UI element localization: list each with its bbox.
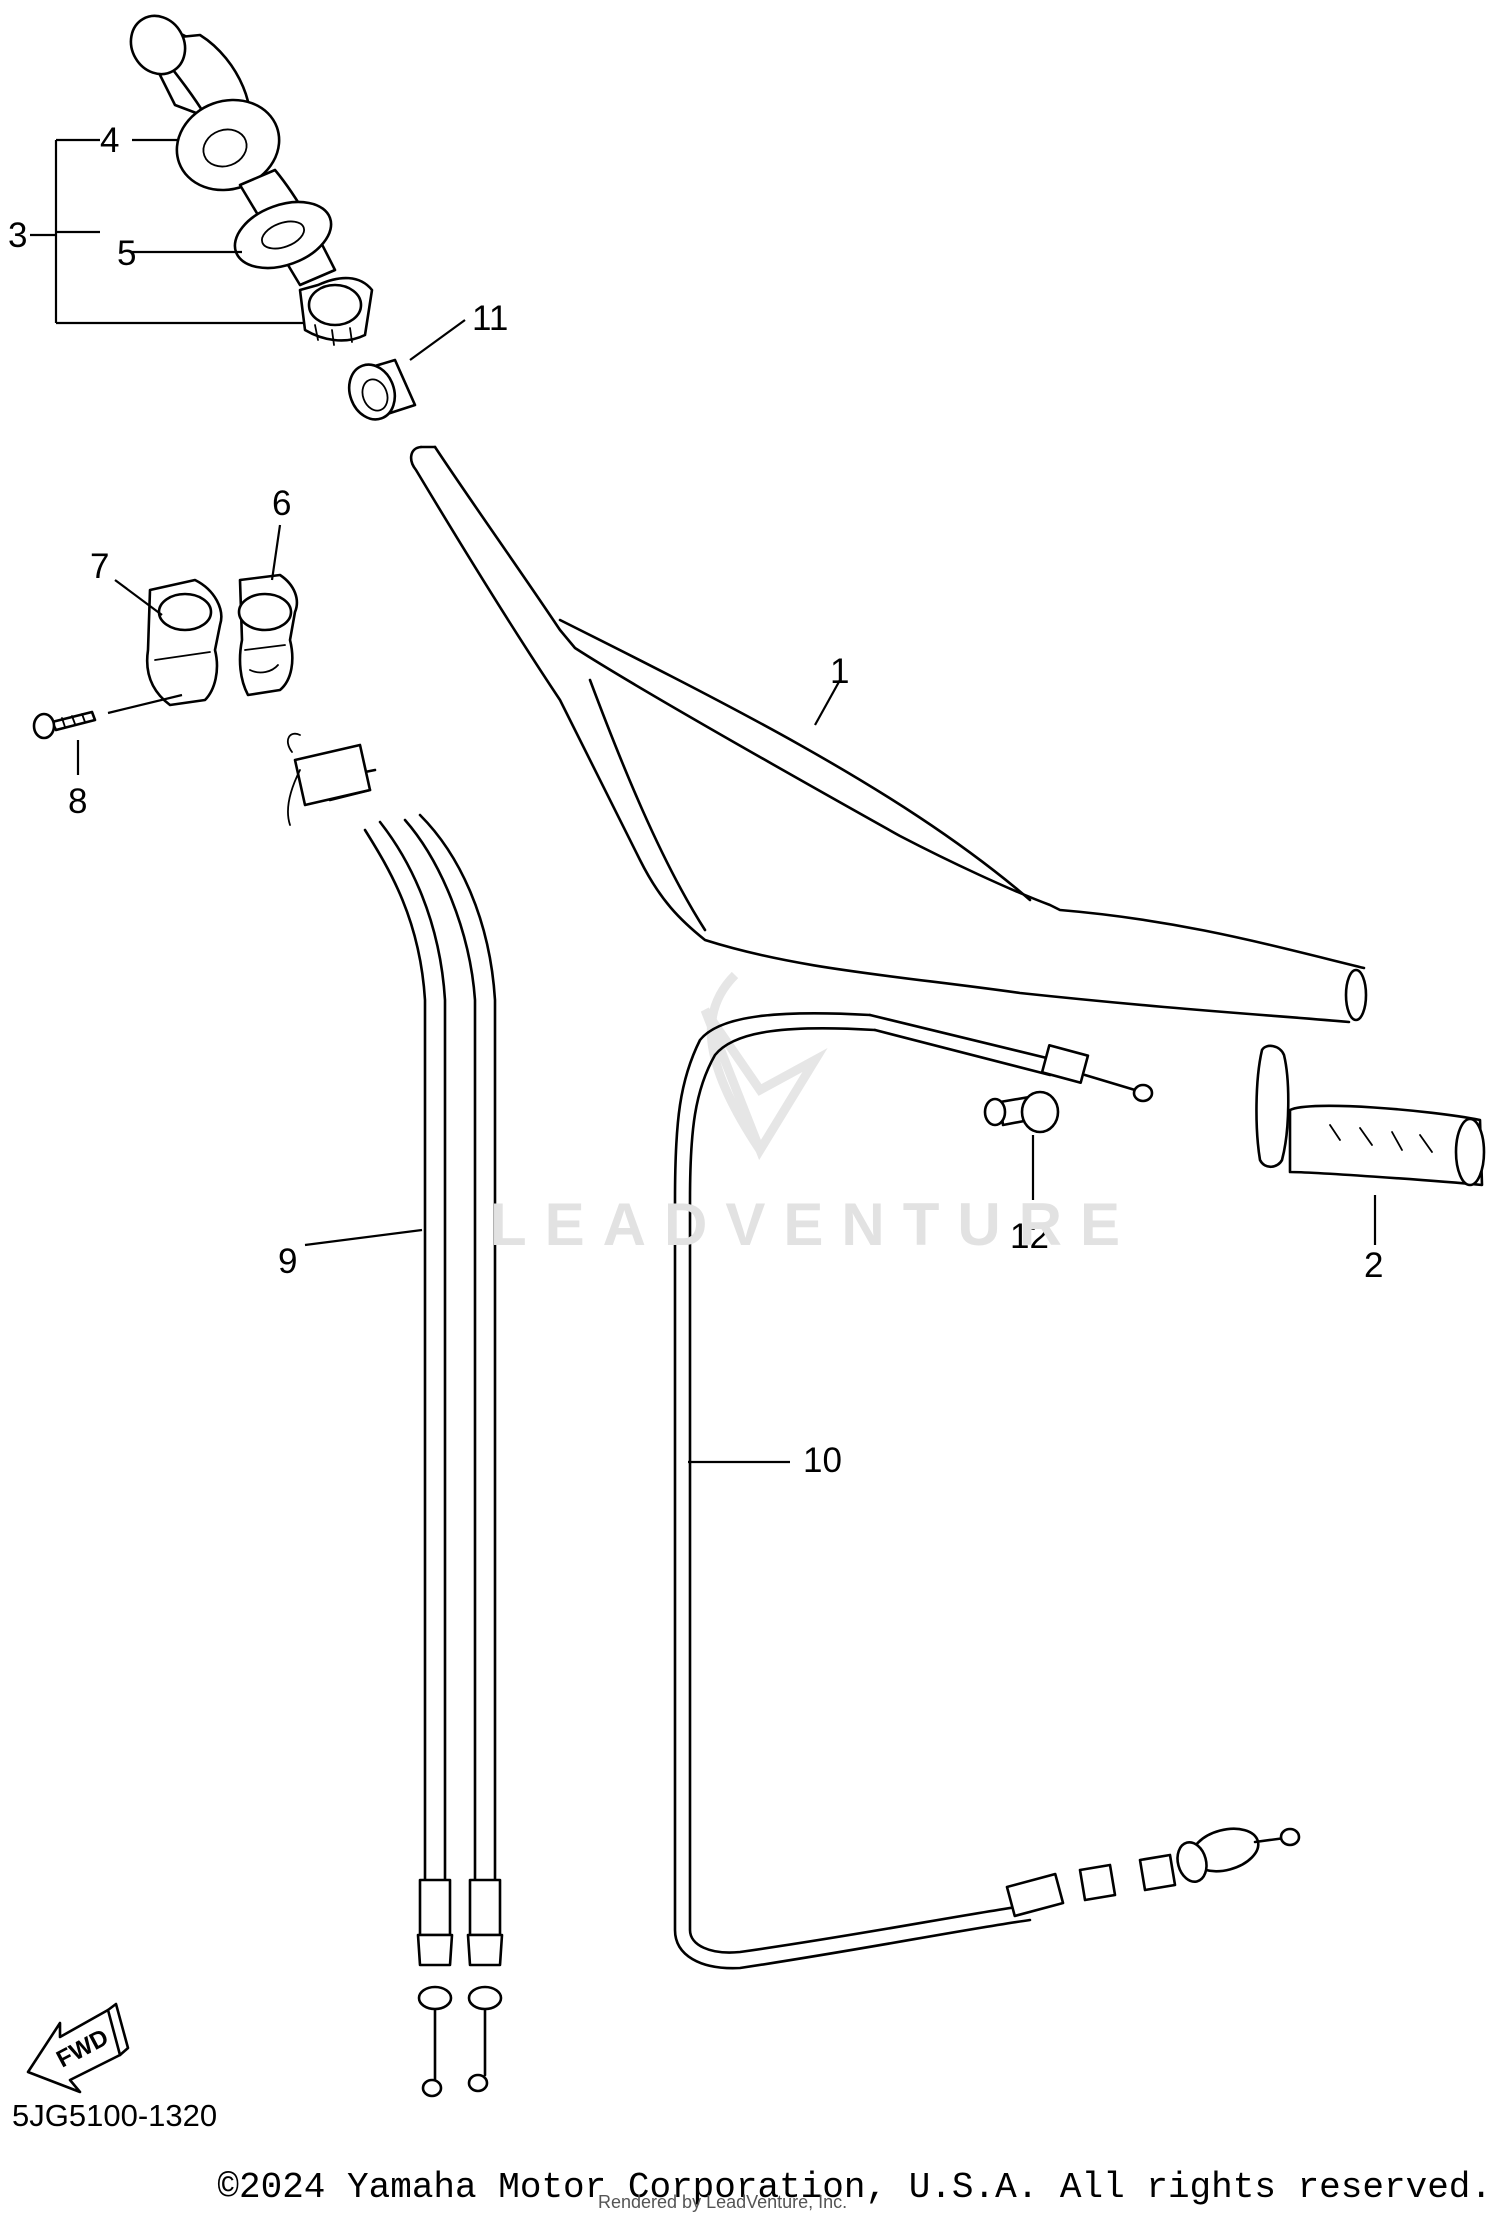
callout-7: 7 xyxy=(90,547,109,586)
callout-5: 5 xyxy=(117,234,136,273)
collar[interactable] xyxy=(342,358,417,426)
fwd-arrow: FWD xyxy=(26,2002,130,2094)
grip-right[interactable] xyxy=(1255,1044,1486,1187)
leader-lines xyxy=(30,138,1377,1464)
callout-1: 1 xyxy=(830,652,849,691)
copyright-notice: ©2024 Yamaha Motor Corporation, U.S.A. A… xyxy=(217,2167,1492,2208)
cable-adjuster[interactable] xyxy=(983,1090,1060,1134)
callout-4: 4 xyxy=(100,121,119,160)
clutch-cable[interactable] xyxy=(673,1011,1301,1970)
throttle-cable[interactable] xyxy=(287,732,504,2098)
callout-numbers: 1 2 3 4 5 6 7 8 9 10 11 12 xyxy=(8,121,1383,1480)
watermark-text: LEADVENTURE xyxy=(490,1191,1139,1258)
callout-10: 10 xyxy=(803,1441,842,1480)
grip-left-assembly[interactable] xyxy=(120,6,374,346)
handlebar-holder-lower[interactable] xyxy=(145,578,223,707)
callout-6: 6 xyxy=(272,484,291,523)
rendered-by-note: Rendered by LeadVenture, Inc. xyxy=(598,2192,848,2212)
callout-2: 2 xyxy=(1364,1246,1383,1285)
watermark-logo xyxy=(700,971,828,1161)
callout-3: 3 xyxy=(8,216,27,255)
callout-8: 8 xyxy=(68,782,87,821)
callout-11: 11 xyxy=(472,299,508,338)
diagram-code: 5JG5100-1320 xyxy=(12,2098,218,2133)
callout-12: 12 xyxy=(1010,1217,1049,1256)
handlebar-holder-upper[interactable] xyxy=(237,573,299,697)
callout-9: 9 xyxy=(278,1242,297,1281)
bolt[interactable] xyxy=(32,710,97,740)
handlebar[interactable] xyxy=(409,445,1368,1024)
